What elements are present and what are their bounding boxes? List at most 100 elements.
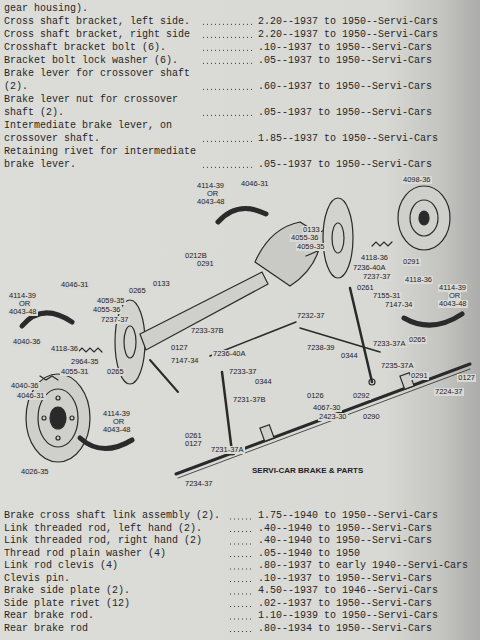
callout-number: 7231-37B [232,396,267,404]
part-description: Brake cross shaft link assembly (2). [4,510,226,523]
price-years: .10--1937 to 1950--Servi-Cars [258,573,432,586]
callout-number: 7147-34 [170,357,200,365]
callout-number: 4114-39 [438,284,467,292]
callout-number: 0127 [170,344,189,352]
callout-number: 0291 [196,260,215,268]
shoe-spring [78,348,102,352]
dot-leader [230,569,254,570]
price-years: .60--1937 to 1950--Servi-Cars [258,80,432,93]
callout-number: 0265 [106,368,125,376]
price-years: .05--1940 to 1950 [258,548,360,561]
callout-number: 4055-36 [92,306,122,314]
part-description: Brake lever nut for crossover shaft (2). [4,93,199,119]
part-description: Link threaded rod, right hand (2) [4,535,226,548]
crossover-shaft [178,369,470,478]
callout-number: 7237-37 [100,316,130,324]
callout-number: 0291 [410,372,429,380]
price-years: .02--1937 to 1950--Servi-Cars [258,598,432,611]
price-years: 1.75--1940 to 1950--Servi-Cars [258,510,438,523]
callout-number: 4114-39 [8,292,37,300]
callout-number: 2964-35 [70,358,100,366]
dot-leader [230,531,254,532]
wheel-stud [42,416,46,420]
callout-number: 7234-37 [184,480,214,488]
price-years: 2.20--1937 to 1950--Servi-Cars [258,28,438,41]
price-years: .05--1937 to 1950--Servi-Cars [258,106,432,119]
callout-number: 7231-37A [210,446,245,454]
callout-number: 4118-36 [50,345,79,353]
callout-number: 7233-37B [190,327,225,335]
callout-number: OR [206,190,219,198]
crossover-shaft [176,364,470,474]
callout-number: 4055-36 [290,234,320,242]
callout-number: 7237-37 [362,273,392,281]
drum-hub [419,211,429,225]
price-years: .80--1934 to 1950--Servi-Cars [258,623,432,636]
wheel-stud [56,396,60,400]
plate-boss [124,326,136,358]
callout-number: 4067-30 [312,404,342,412]
dot-leader [203,167,254,168]
callout-number: 7233-37A [372,340,407,348]
callout-number: 4118-36 [360,254,389,262]
price-years: .40--1940 to 1950--Servi-Cars [258,523,432,536]
callout-number: 4046-31 [240,180,270,188]
callout-number: 0265 [128,287,147,295]
brake-shoe [80,438,132,449]
dot-leader [203,141,254,142]
dot-leader [203,24,254,25]
dot-leader [203,37,254,38]
callout-number: 7238-39 [306,344,336,352]
price-years: .40--1940 to 1950--Servi-Cars [258,535,432,548]
callout-number: 0344 [254,378,273,386]
dot-leader [230,556,254,557]
part-description: Link threaded rod, left hand (2). [4,523,226,536]
part-description: Retaining rivet for intermediate brake l… [4,145,199,171]
dot-leader [230,631,254,632]
dot-leader [230,519,254,520]
part-description: gear housing). [4,2,88,15]
shoe-spring [372,242,392,246]
backing-plate [323,198,353,278]
drum-hub [50,407,66,429]
callout-number: 0344 [340,352,359,360]
dot-leader [230,581,254,582]
callout-number: 4043-48 [8,308,38,316]
part-description: Link rod clevis (4) [4,560,226,573]
part-description: Thread rod plain washer (4) [4,548,226,561]
dot-leader [230,619,254,620]
part-description: Intermediate brake lever, on crossover s… [4,119,199,145]
price-years: 2.20--1937 to 1950--Servi-Cars [258,15,438,28]
part-description: Rear brake rod [4,623,226,636]
callout-number: 4043-48 [196,198,226,206]
callout-number: 7224-37 [434,388,464,396]
callout-number: 4114-39 [196,182,225,190]
callout-number: 4098-36 [402,176,432,184]
callout-number: 4043-48 [102,426,132,434]
callout-number: 4046-31 [60,281,90,289]
part-description: Crosshaft bracket bolt (6). [4,41,199,54]
callout-number: 7235-37A [380,362,415,370]
callout-number: 4043-48 [438,300,468,308]
intermediate-lever [222,372,232,452]
callout-number: 7236-40A [212,350,247,358]
figure-caption: SERVI-CAR BRAKE & PARTS [250,466,365,475]
callout-number: 0133 [302,226,321,234]
part-description: Clevis pin. [4,573,226,586]
link-rod [300,328,380,352]
callout-number: OR [448,292,461,300]
part-description: Brake side plate (2). [4,585,226,598]
dot-leader [203,115,254,116]
wheel-stud [56,436,60,440]
dot-leader [203,50,254,51]
dot-leader [203,89,254,90]
callout-number: 2423-30 [318,413,348,421]
callout-number: 0291 [402,258,421,266]
callout-number: 0126 [306,392,325,400]
callout-number: OR [112,418,125,426]
callout-number: 7147-34 [384,301,414,309]
clevis-pin [369,379,375,385]
callout-number: 0292 [352,392,371,400]
shaft-bracket [260,425,274,442]
callout-number: 4118-36 [404,276,433,284]
